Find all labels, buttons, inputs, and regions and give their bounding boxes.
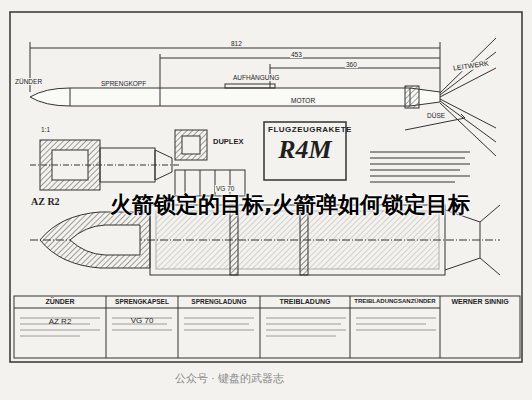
overlay-caption: 火箭锁定的目标,火箭弹如何锁定目标 [110, 193, 470, 217]
title-block: R4M [266, 136, 344, 178]
part-label: DUPLEX [212, 138, 244, 146]
part-label: AZ R2 [30, 196, 61, 207]
part-label: SPRENGKOPF [100, 80, 147, 87]
table-cell: SPRENGKAPSEL VG 70 [108, 298, 176, 356]
table-cell: ZÜNDER AZ R2 [16, 298, 104, 356]
cell-heading: TREIBLADUNGSANZÜNDER [352, 298, 438, 305]
cell-heading: SPRENGKAPSEL [108, 298, 176, 305]
part-label: LEITWERK [452, 59, 490, 72]
part-label: 1:1 [40, 126, 51, 133]
part-label: 360 [345, 61, 358, 68]
watermark: 公众号 · 键盘的武器志 [175, 372, 284, 384]
table-cell: WERNER SINNIG [442, 298, 518, 356]
table-cell: SPRENGLADUNG [180, 298, 258, 356]
part-label: ZÜNDER [14, 78, 43, 85]
part-label: MOTOR [290, 97, 316, 104]
cell-heading: SPRENGLADUNG [180, 298, 258, 305]
part-label: 453 [290, 51, 303, 58]
cell-text: AZ R2 [16, 318, 104, 327]
cell-text: VG 70 [108, 317, 176, 326]
cell-heading: R4M [266, 136, 344, 165]
title-text: FLUGZEUGRAKETE [268, 126, 352, 135]
part-label: DÜSE [426, 112, 446, 119]
part-label: VG 70 [215, 185, 235, 192]
table-cell: TREIBLADUNGSANZÜNDER [352, 298, 438, 356]
part-label: 812 [230, 40, 243, 47]
cell-heading: TREIBLADUNG [262, 298, 348, 306]
part-label: AUFHÄNGUNG [232, 74, 280, 81]
cell-heading: ZÜNDER [16, 298, 104, 306]
table-cell: TREIBLADUNG [262, 298, 348, 356]
cell-heading: WERNER SINNIG [442, 298, 518, 306]
